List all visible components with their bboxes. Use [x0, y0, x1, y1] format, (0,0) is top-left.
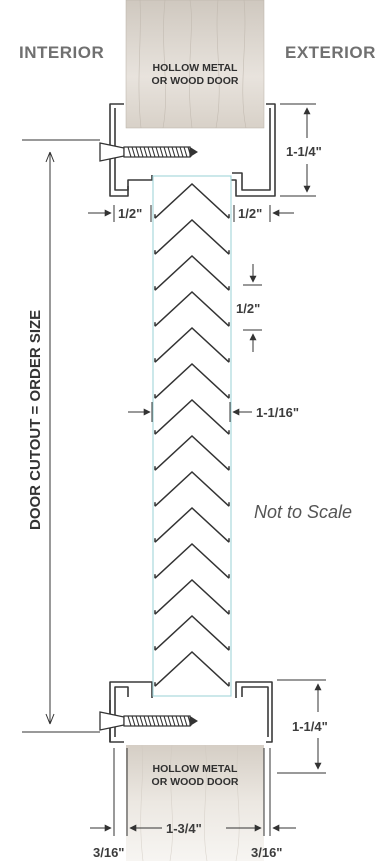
louver-blade: [154, 542, 230, 579]
screw-thread: [151, 715, 156, 727]
flange-left-dim: 3/16": [93, 845, 125, 860]
louver-blade: [154, 398, 230, 435]
door-cutout-label: DOOR CUTOUT = ORDER SIZE: [27, 309, 44, 530]
screw-thread: [175, 715, 180, 727]
screw-thread: [163, 715, 168, 727]
screw-thread: [135, 146, 140, 158]
screw-thread: [163, 146, 168, 158]
screw-thread: [159, 715, 164, 727]
louver-blade: [154, 506, 230, 543]
not-to-scale-note: Not to Scale: [254, 502, 353, 522]
louver-blade: [154, 362, 230, 399]
frame-depth-bottom-dim: 1-1/4": [292, 719, 328, 734]
blade-pitch-dim: 1/2": [236, 301, 261, 316]
screw-thread: [179, 715, 184, 727]
louver-blade: [154, 290, 230, 327]
interior-label: INTERIOR: [19, 43, 105, 62]
louver-blade: [154, 434, 230, 471]
screw-thread: [143, 715, 148, 727]
louver-blade: [154, 326, 230, 363]
door-top-label: HOLLOW METAL OR WOOD DOOR: [151, 62, 239, 88]
screw-thread: [155, 715, 160, 727]
screw-thread: [135, 715, 140, 727]
louver-thickness-dim: 1-1/16": [256, 405, 300, 420]
dimension-lines: [22, 103, 326, 836]
screw-thread: [179, 146, 184, 158]
screw-thread: [171, 146, 176, 158]
door-bottom: [126, 744, 264, 861]
screw-thread: [147, 715, 152, 727]
screw-top: [99, 142, 198, 162]
screw-thread: [167, 146, 172, 158]
screw-thread: [175, 146, 180, 158]
louver-blade: [154, 578, 230, 615]
screw-thread: [147, 146, 152, 158]
frame-depth-top-dim: 1-1/4": [286, 144, 322, 159]
screw-thread: [151, 146, 156, 158]
screw-thread: [139, 146, 144, 158]
screw-thread: [171, 715, 176, 727]
louver-blade: [154, 254, 230, 291]
screw-thread: [143, 146, 148, 158]
screw-bottom: [99, 711, 198, 731]
exterior-label: EXTERIOR: [285, 43, 376, 62]
flange-right-dim: 3/16": [251, 845, 283, 860]
louver-blade: [154, 182, 230, 219]
screw-thread: [127, 715, 132, 727]
screw-thread: [155, 146, 160, 158]
screw-thread: [159, 146, 164, 158]
door-thickness-dim: 1-3/4": [166, 821, 202, 836]
inset-right-dim: 1/2": [238, 206, 263, 221]
screw-thread: [131, 146, 136, 158]
louver-blade: [154, 650, 230, 687]
screw-thread: [131, 715, 136, 727]
louver-blade: [154, 218, 230, 255]
louver-blade: [154, 614, 230, 651]
door-top: [125, 0, 265, 129]
door-bottom-label: HOLLOW METAL OR WOOD DOOR: [151, 763, 239, 789]
louver-body: [152, 175, 232, 697]
screw-thread: [139, 715, 144, 727]
inset-left-dim: 1/2": [118, 206, 143, 221]
screw-thread: [127, 146, 132, 158]
screw-thread: [183, 715, 188, 727]
screw-thread: [183, 146, 188, 158]
screw-thread: [167, 715, 172, 727]
louver-blade: [154, 470, 230, 507]
frame-bottom: [109, 681, 273, 743]
